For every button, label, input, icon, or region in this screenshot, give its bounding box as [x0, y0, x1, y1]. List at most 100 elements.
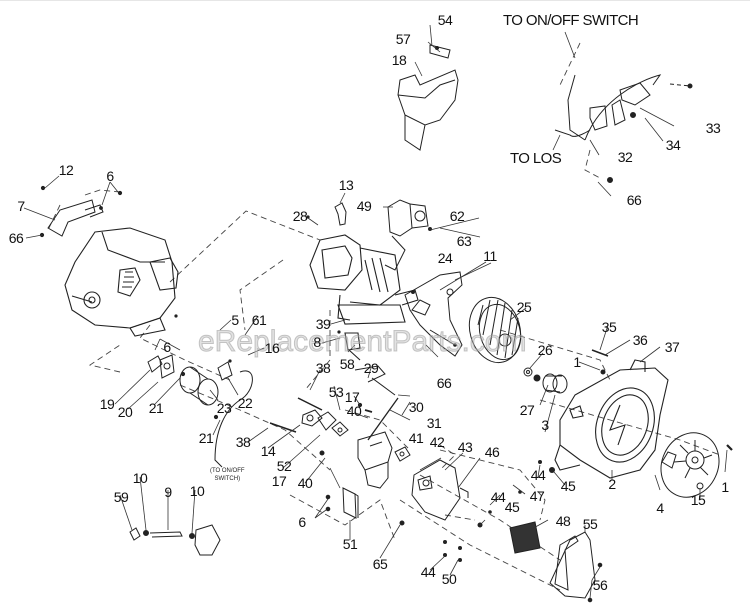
callout-52[interactable]: 52	[276, 458, 292, 474]
exhaust-parts-19-23	[147, 354, 233, 420]
callout-6-bottom[interactable]: 6	[298, 514, 306, 530]
callout-24[interactable]: 24	[437, 250, 453, 266]
callout-49[interactable]: 49	[356, 198, 372, 214]
callout-41[interactable]: 41	[408, 430, 424, 446]
screw-65	[399, 520, 405, 526]
fuel-line-assembly	[129, 524, 221, 556]
screw-1-top	[600, 369, 606, 375]
callout-42[interactable]: 42	[429, 434, 445, 450]
callout-20[interactable]: 20	[117, 404, 133, 420]
callout-26[interactable]: 26	[537, 342, 553, 358]
flywheel-25	[468, 296, 522, 364]
callout-32[interactable]: 32	[617, 149, 633, 165]
note-small-line2: SWITCH)	[214, 475, 241, 482]
callout-5[interactable]: 5	[231, 312, 239, 328]
callout-11[interactable]: 11	[483, 248, 497, 264]
callout-58[interactable]: 58	[339, 356, 355, 372]
callout-25[interactable]: 25	[516, 299, 532, 315]
callout-2[interactable]: 2	[608, 476, 616, 492]
callout-28[interactable]: 28	[292, 208, 308, 224]
callout-62[interactable]: 62	[449, 208, 465, 224]
callout-46[interactable]: 46	[484, 444, 500, 460]
callout-45-mid[interactable]: 45	[504, 499, 520, 515]
top-border	[0, 0, 750, 1]
callout-44-mid[interactable]: 44	[490, 489, 506, 505]
callout-22[interactable]: 22	[237, 395, 253, 411]
callout-7[interactable]: 7	[17, 198, 25, 214]
callout-29[interactable]: 29	[363, 360, 379, 376]
callout-16[interactable]: 16	[264, 340, 280, 356]
callout-4[interactable]: 4	[656, 500, 664, 516]
callout-38-bottom[interactable]: 38	[235, 434, 251, 450]
callout-34[interactable]: 34	[665, 137, 681, 153]
screw-24	[411, 290, 415, 294]
callout-10-left[interactable]: 10	[132, 470, 148, 486]
control-panel-cover-18	[397, 44, 459, 151]
callout-33[interactable]: 33	[705, 120, 721, 136]
callout-38-top[interactable]: 38	[315, 360, 331, 376]
callout-59[interactable]: 59	[113, 489, 129, 505]
callout-10-right[interactable]: 10	[189, 483, 205, 499]
engine-head-assembly	[309, 234, 419, 361]
callout-6-mid[interactable]: 6	[163, 339, 171, 355]
callout-23[interactable]: 23	[216, 400, 232, 416]
part-13-lever	[334, 202, 347, 226]
callout-66-left[interactable]: 66	[8, 230, 24, 246]
hardware-dots	[174, 215, 555, 562]
callout-19[interactable]: 19	[99, 396, 115, 412]
callout-51[interactable]: 51	[342, 536, 358, 552]
callout-53[interactable]: 53	[328, 384, 344, 400]
callout-65[interactable]: 65	[372, 556, 388, 572]
callout-66-mid[interactable]: 66	[436, 375, 452, 391]
assembly-dashed-lines	[47, 42, 721, 591]
callout-66-top[interactable]: 66	[626, 192, 642, 208]
bracket-7	[39, 185, 123, 238]
note-to-los: TO LOS	[510, 150, 562, 167]
callout-63[interactable]: 63	[456, 233, 472, 249]
callout-47[interactable]: 47	[529, 488, 545, 504]
callout-18[interactable]: 18	[391, 52, 407, 68]
callout-30[interactable]: 30	[408, 399, 424, 415]
callout-21-b[interactable]: 21	[198, 430, 214, 446]
callout-48[interactable]: 48	[555, 513, 571, 529]
callout-1-top[interactable]: 1	[573, 354, 581, 370]
callout-40-bottom[interactable]: 40	[297, 475, 313, 491]
callout-1-right[interactable]: 1	[721, 479, 729, 495]
callout-9[interactable]: 9	[164, 484, 172, 500]
callout-43[interactable]: 43	[457, 439, 473, 455]
ignition-wiring-32-33-34	[554, 74, 693, 183]
starter-motor-49	[384, 199, 429, 271]
callout-17-top[interactable]: 17	[344, 389, 360, 405]
callout-54[interactable]: 54	[437, 12, 453, 28]
air-filter-48	[509, 521, 541, 554]
callout-31[interactable]: 31	[426, 415, 442, 431]
callout-17-bottom[interactable]: 17	[271, 473, 287, 489]
callout-27[interactable]: 27	[519, 402, 535, 418]
callout-44-bottom[interactable]: 44	[420, 564, 436, 580]
callout-35[interactable]: 35	[601, 319, 617, 335]
callout-44-right[interactable]: 44	[530, 467, 546, 483]
callout-37[interactable]: 37	[664, 339, 680, 355]
callout-56[interactable]: 56	[592, 577, 608, 593]
recoil-starter-4	[660, 432, 720, 498]
callout-50[interactable]: 50	[441, 571, 457, 587]
callout-39[interactable]: 39	[315, 316, 331, 332]
engine-crankcase	[64, 227, 179, 337]
leader-lines	[23, 24, 728, 599]
blower-housing-2	[554, 359, 669, 479]
callout-21-a[interactable]: 21	[148, 400, 164, 416]
callout-8[interactable]: 8	[313, 334, 321, 350]
callout-45-right[interactable]: 45	[560, 478, 576, 494]
callout-40-top[interactable]: 40	[346, 403, 362, 419]
callout-55[interactable]: 55	[582, 516, 598, 532]
callout-57[interactable]: 57	[395, 31, 411, 47]
callout-13[interactable]: 13	[338, 177, 354, 193]
callout-15[interactable]: 15	[690, 492, 706, 508]
callout-14[interactable]: 14	[260, 443, 276, 459]
callout-12[interactable]: 12	[58, 162, 74, 178]
callout-3[interactable]: 3	[541, 417, 549, 433]
callout-6-top[interactable]: 6	[106, 168, 114, 184]
callout-61[interactable]: 61	[251, 312, 267, 328]
callout-36[interactable]: 36	[632, 332, 648, 348]
